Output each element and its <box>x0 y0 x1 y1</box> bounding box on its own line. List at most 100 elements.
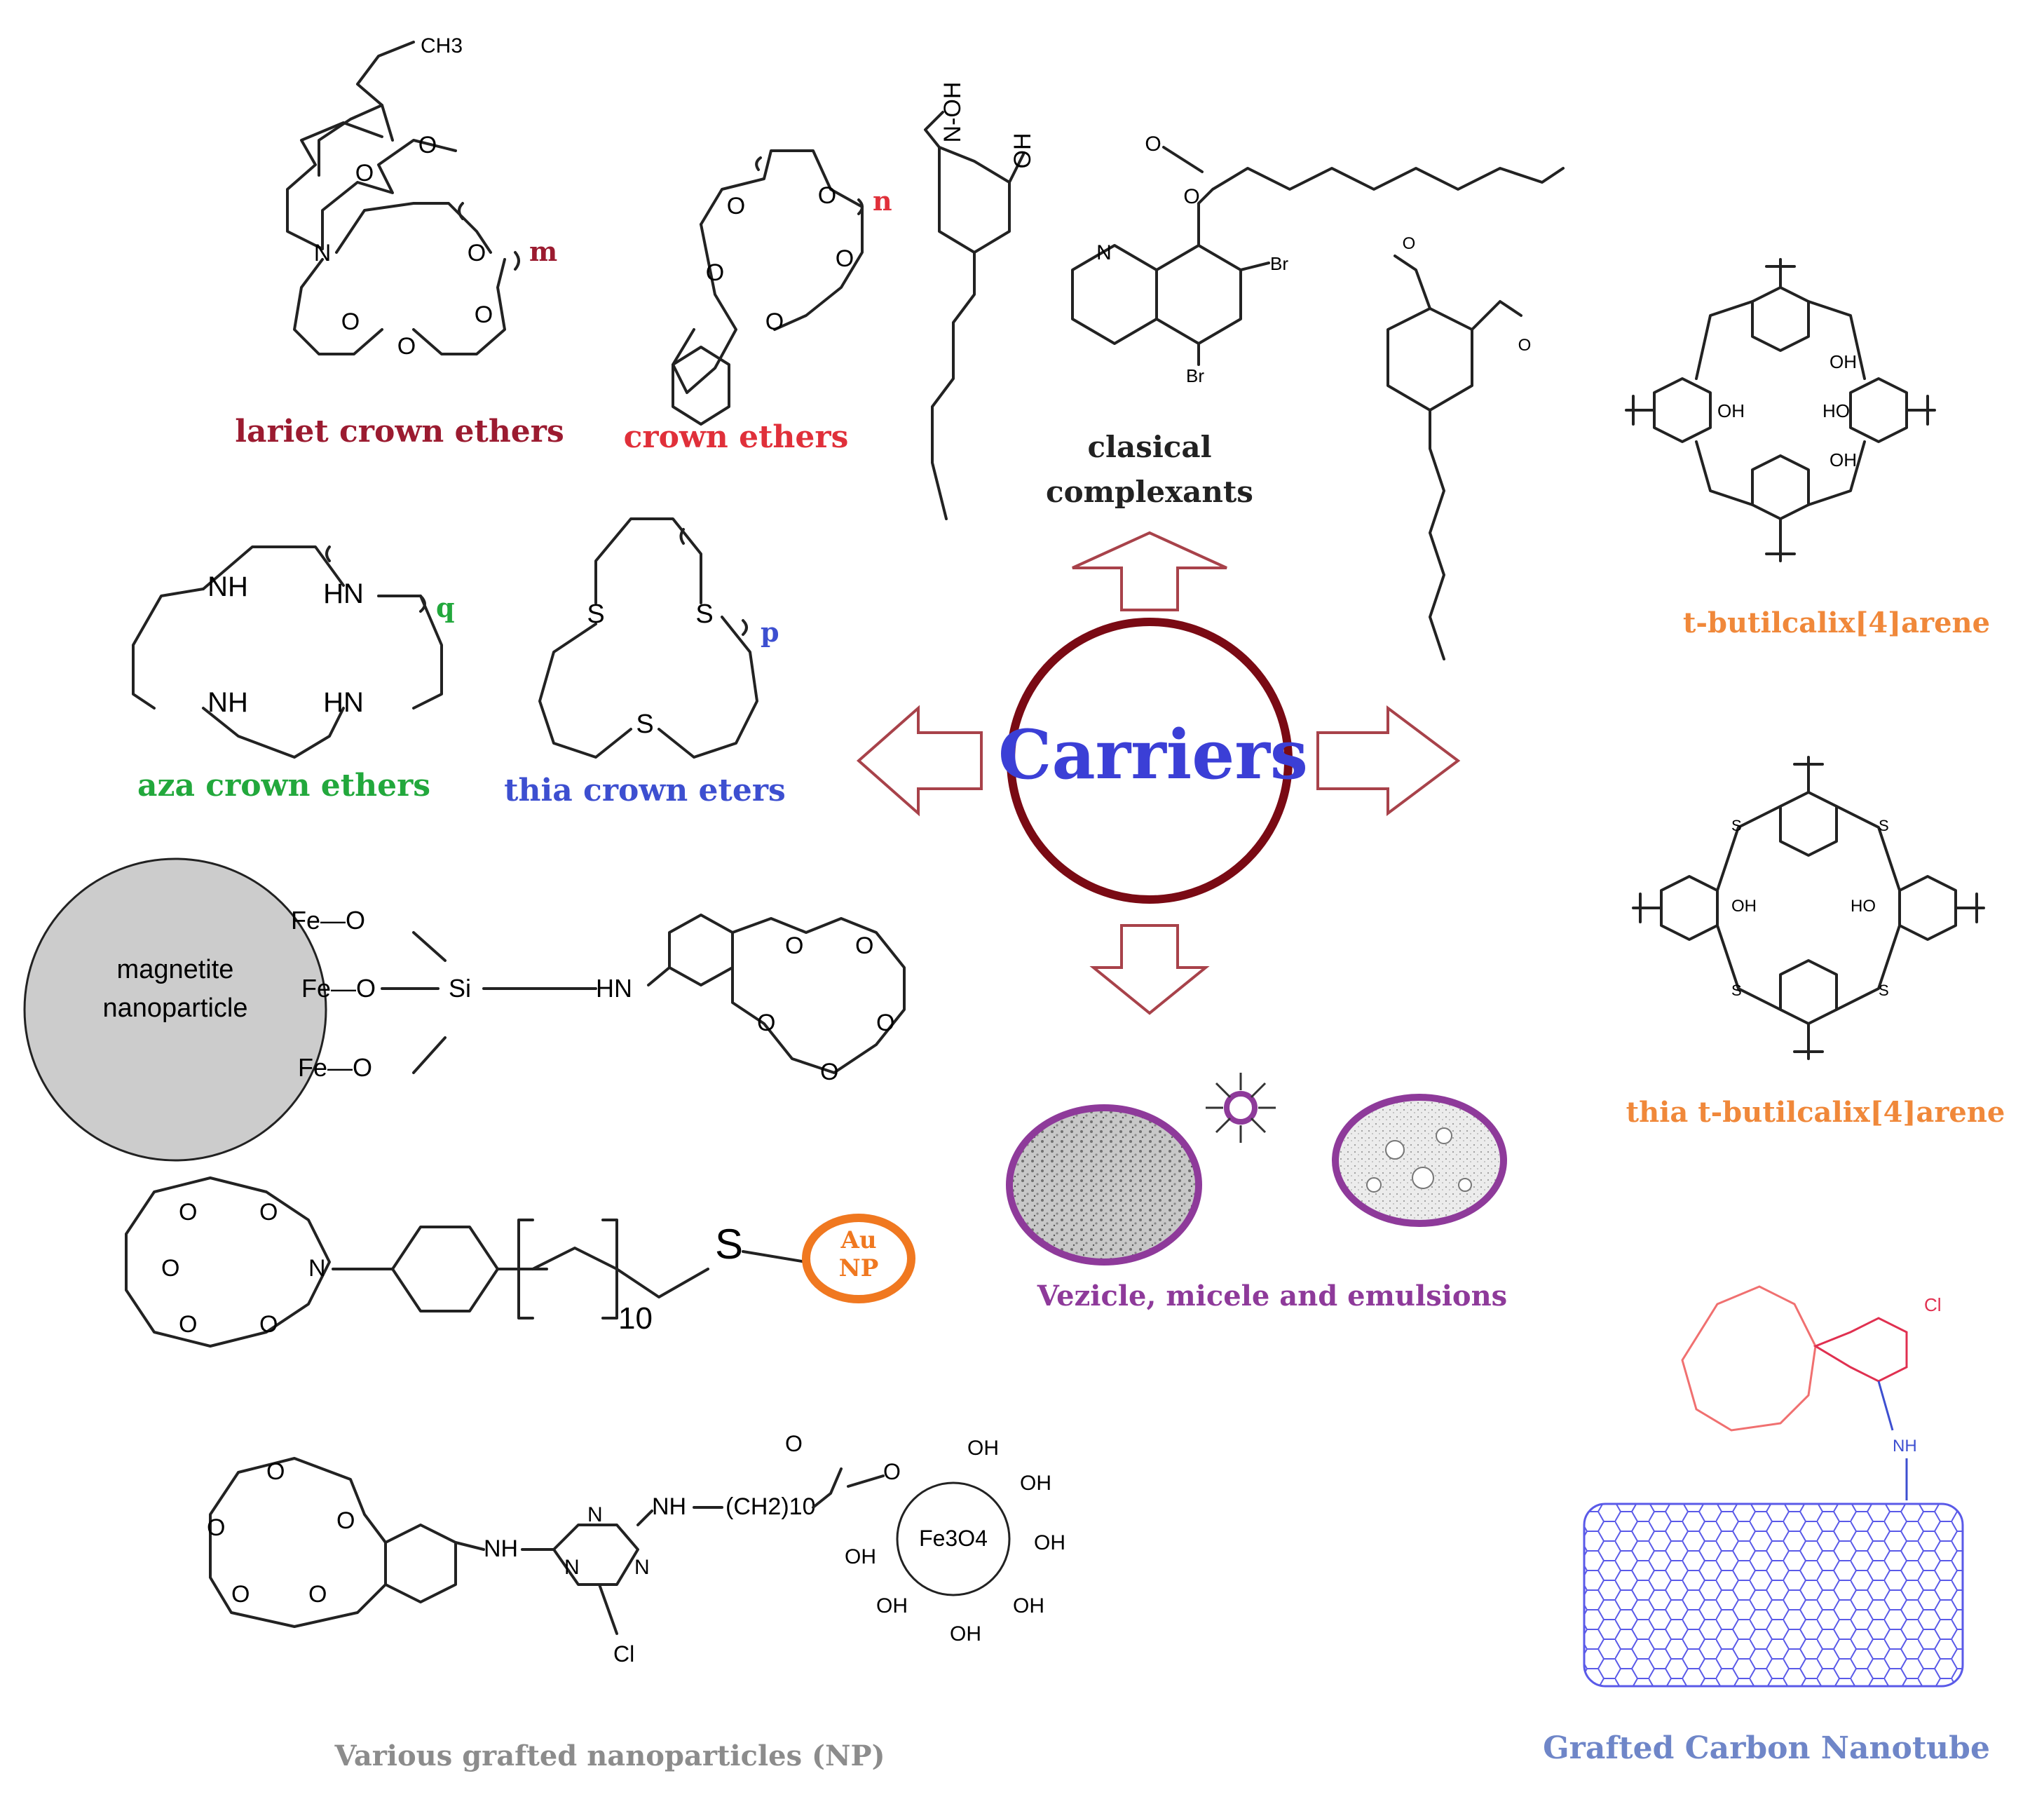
methyl-label: CH3 <box>421 34 463 57</box>
micelle <box>1206 1073 1276 1143</box>
oxime-oh-label: OH <box>1009 133 1036 169</box>
aza-nh-atom: NH <box>207 571 248 602</box>
thiol-s: S <box>715 1221 743 1268</box>
ester-o: O <box>785 1431 803 1456</box>
ester-o-atom: O <box>1183 185 1199 208</box>
fe3o4-oh: OH <box>845 1545 876 1568</box>
linker-ch2: (CH2)10 <box>725 1493 815 1520</box>
caption-classical-line1: clasical <box>1087 430 1211 464</box>
calix-oh: OH <box>1717 400 1745 421</box>
cnt-nh: NH <box>1893 1437 1917 1456</box>
si-atom: Si <box>449 974 471 1003</box>
caption-lariet-crown-ethers: lariet crown ethers <box>235 414 564 449</box>
cnt-cl: Cl <box>1924 1294 1942 1315</box>
au-crown-n: N <box>308 1255 326 1282</box>
fe3o4-nh: NH <box>484 1535 518 1562</box>
index-m: m <box>529 236 557 267</box>
caption-thia-crown-eters: thia crown eters <box>504 773 786 808</box>
thia-calixarene-structure: S S S S OH HO <box>1632 756 1985 1060</box>
quinoline-n-atom: N <box>1096 241 1112 264</box>
triazine-n: N <box>634 1556 650 1579</box>
thiacalix-s: S <box>1879 982 1889 999</box>
triazine-n: N <box>564 1556 580 1579</box>
np-crown-o: O <box>820 1059 838 1085</box>
quinoline-ester-structure: N O O Br Br <box>1071 133 1565 386</box>
fe3o4-oh: OH <box>950 1622 981 1646</box>
magnetite-sphere <box>23 857 327 1162</box>
emulsion <box>1332 1094 1507 1227</box>
oxime-structure: N-OH OH <box>924 82 1036 520</box>
arrow-right <box>1316 705 1461 816</box>
lariet-o-atom: O <box>355 160 374 186</box>
crown-ether-structure: O O O O O n <box>672 149 892 426</box>
calix-ho: HO <box>1822 400 1850 421</box>
au-crown-o: O <box>259 1199 278 1226</box>
oxime-noh-label: N-OH <box>939 82 966 143</box>
lariet-o-atom: O <box>397 333 416 360</box>
np-crown-o: O <box>757 1010 775 1036</box>
fe3o4-crown-o: O <box>308 1581 327 1608</box>
bromo-label: Br <box>1186 365 1204 386</box>
aza-nh-atom: NH <box>207 687 248 718</box>
arrow-up <box>1072 531 1227 611</box>
thia-s-atom: S <box>587 599 604 629</box>
fe3o4-crown-o: O <box>207 1514 225 1541</box>
nanotube-lattice <box>1583 1502 1964 1688</box>
linker-nh: NH <box>652 1493 686 1520</box>
crown-o-atom: O <box>706 259 724 286</box>
np-label: NP <box>839 1254 879 1282</box>
phthalate-o-atom: O <box>1403 234 1416 253</box>
caption-crown-ethers: crown ethers <box>624 419 849 455</box>
au-crown-o: O <box>161 1255 179 1282</box>
carbon-nanotube-structure: Cl NH <box>1583 1285 1964 1688</box>
chain-10: 10 <box>618 1301 653 1336</box>
thiacalix-s: S <box>1731 982 1742 999</box>
hn-atom: HN <box>596 974 632 1003</box>
crown-o-atom: O <box>727 193 745 219</box>
np-crown-o: O <box>855 932 873 959</box>
phthalate-o-atom: O <box>1518 336 1532 355</box>
thiacalix-s: S <box>1879 817 1889 834</box>
lariet-o-atom: O <box>418 132 437 158</box>
arrow-left <box>856 705 983 817</box>
fe3o4-crown-o: O <box>336 1507 355 1534</box>
caption-thia-tbutylcalixarene: thia t-butilcalix[4]arene <box>1626 1096 2005 1129</box>
caption-tbutylcalixarene: t-butilcalix[4]arene <box>1683 606 1990 639</box>
lariet-n-atom: N <box>314 240 332 266</box>
tbutyl-calixarene-structure: OH OH OH HO <box>1625 258 1936 562</box>
triazine-cl: Cl <box>613 1641 634 1667</box>
lariet-o-atom: O <box>475 301 493 328</box>
fe3o4-oh: OH <box>876 1594 908 1617</box>
magnetite-nanoparticle-structure: magnetite nanoparticle Fe—O Fe—O Fe—O Si… <box>23 857 906 1162</box>
crown-o-atom: O <box>836 245 854 272</box>
fe3o4-label: Fe3O4 <box>919 1526 988 1551</box>
fe3o4-oh: OH <box>1034 1531 1065 1554</box>
au-np-ring <box>802 1214 915 1303</box>
vesicle <box>1006 1104 1202 1266</box>
crown-o-atom: O <box>818 182 836 209</box>
carriers-ring <box>1007 618 1293 904</box>
thia-s-atom: S <box>636 710 653 739</box>
fe3o4-oh: OH <box>967 1437 999 1460</box>
thiacalix-ho: HO <box>1851 897 1876 916</box>
fe-o-label: Fe—O <box>291 906 365 935</box>
aza-hn-atom: HN <box>323 578 364 609</box>
fe3o4-core <box>896 1481 1011 1596</box>
phthalate-structure: O O <box>1386 234 1532 660</box>
fe3o4-crown-o: O <box>266 1458 285 1485</box>
calix-oh: OH <box>1830 449 1857 470</box>
caption-vesicles: Vezicle, micele and emulsions <box>1037 1280 1507 1312</box>
caption-classical-line2: complexants <box>1046 475 1253 509</box>
fe-o-label: Fe—O <box>298 1053 372 1082</box>
au-label: Au <box>840 1226 876 1254</box>
fe3o4-grafted-structure: O O O O O NH N N N Cl NH (CH2)10 O O Fe3… <box>207 1431 1065 1667</box>
vesicles-group <box>1006 1073 1507 1266</box>
thiacalix-s: S <box>1731 817 1742 834</box>
au-crown-o: O <box>179 1311 197 1338</box>
ester-o: O <box>883 1459 901 1484</box>
magnetite-label-2: nanoparticle <box>102 993 247 1023</box>
au-crown-o: O <box>259 1311 278 1338</box>
caption-various-grafted-np: Various grafted nanoparticles (NP) <box>334 1739 885 1772</box>
triazine-n: N <box>587 1503 603 1526</box>
arrow-down <box>1089 924 1210 1015</box>
